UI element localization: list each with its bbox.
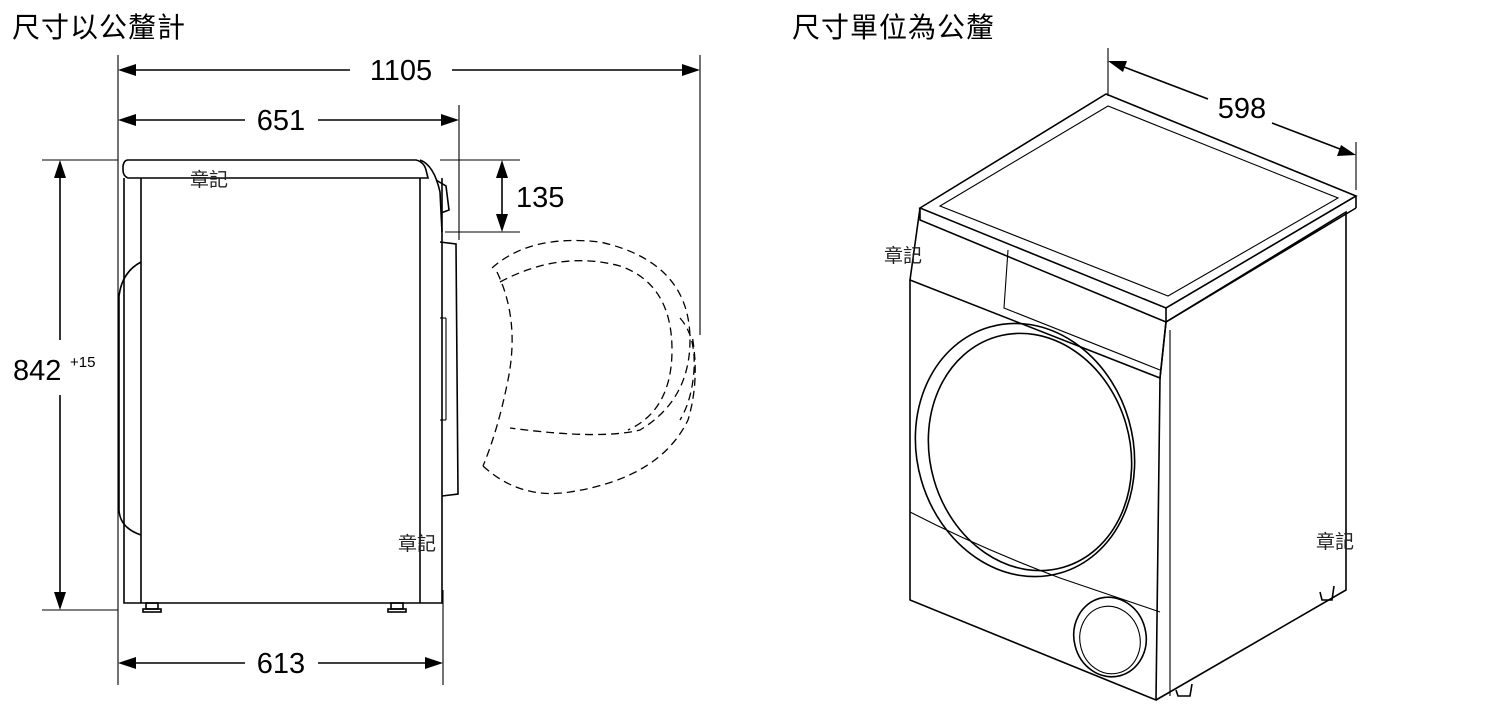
- title-dimensions-unit-mm: 尺寸單位為公釐: [792, 11, 996, 44]
- title-dimensions-in-mm: 尺寸以公釐計: [12, 11, 187, 44]
- dimension-tolerance: +15: [70, 354, 95, 371]
- watermark-iso-right: 章記: [1316, 531, 1354, 553]
- watermark-side-top: 章記: [190, 169, 228, 191]
- dimension-label-598: 598: [1218, 93, 1266, 125]
- dimension-135: 135: [496, 160, 564, 232]
- dimension-label-613: 613: [257, 648, 305, 680]
- dimension-651: 651: [118, 105, 459, 137]
- dimension-label-1105: 1105: [370, 55, 432, 87]
- side-view: 1105 651 135 842 +15: [13, 55, 701, 685]
- isometric-view: 598 章記 章記: [884, 48, 1358, 702]
- dryer-top-panel: [918, 93, 1358, 309]
- watermark-side-bottom: 章記: [398, 533, 436, 555]
- dimension-598: 598: [1107, 48, 1357, 190]
- watermark-iso-left: 章記: [884, 245, 922, 267]
- dimension-label-842: 842: [13, 355, 61, 387]
- dimension-label-135: 135: [516, 182, 564, 214]
- maintenance-hatch: [1072, 596, 1148, 678]
- dimension-label-651: 651: [257, 105, 305, 137]
- dryer-side-outline: [118, 159, 459, 613]
- dimension-1105: 1105: [118, 55, 700, 87]
- door-swing-path: [482, 239, 696, 495]
- dimension-842: 842 +15: [13, 160, 95, 610]
- dimension-613: 613: [118, 648, 443, 680]
- dryer-door: [914, 322, 1136, 578]
